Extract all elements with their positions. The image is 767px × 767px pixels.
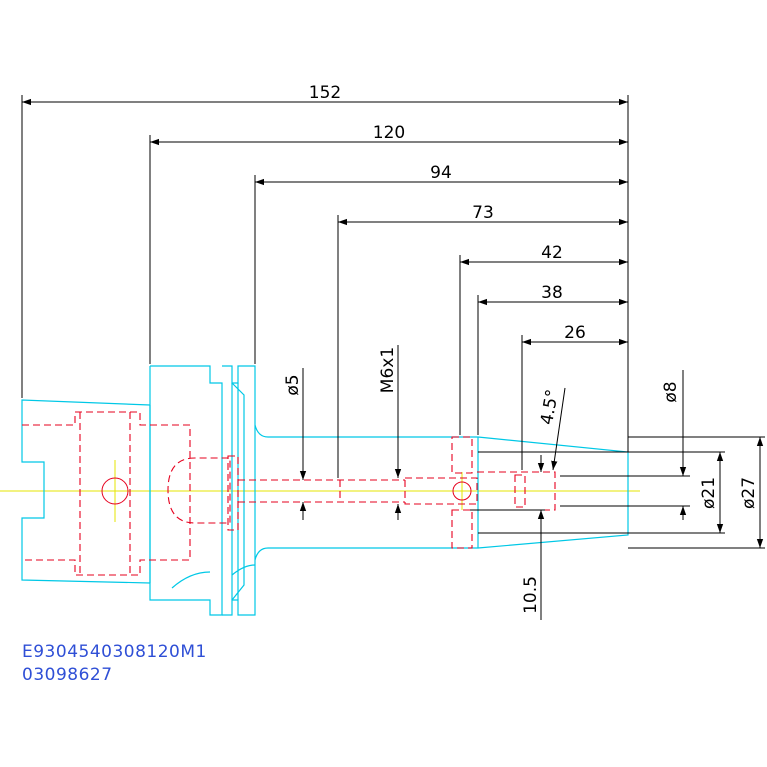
dim-38-label: 38 [541, 283, 563, 303]
dimension-labels: 152 120 94 73 42 38 26 ø5 M6x1 4.5° ø8 ø… [283, 83, 759, 614]
hidden-circles [101, 477, 472, 505]
dim-42-label: 42 [541, 243, 563, 263]
dimension-lines [21, 95, 765, 620]
dim-152-label: 152 [309, 83, 341, 103]
dia-21-label: ø21 [699, 477, 719, 509]
dim-94-label: 94 [430, 163, 452, 183]
part-number: E9304540308120M1 [22, 642, 207, 662]
dia-5-label: ø5 [283, 374, 303, 395]
tool-holder-outline [21, 365, 629, 616]
thread-label: M6x1 [378, 347, 398, 393]
dim-10-5-label: 10.5 [521, 576, 541, 614]
angle-label: 4.5° [537, 388, 563, 426]
dim-26-label: 26 [564, 323, 586, 343]
dia-8-label: ø8 [661, 381, 681, 402]
dim-73-label: 73 [472, 203, 494, 223]
dia-27-label: ø27 [739, 477, 759, 509]
dim-120-label: 120 [373, 123, 405, 143]
part-code: 03098627 [22, 665, 113, 685]
center-line [0, 460, 640, 522]
